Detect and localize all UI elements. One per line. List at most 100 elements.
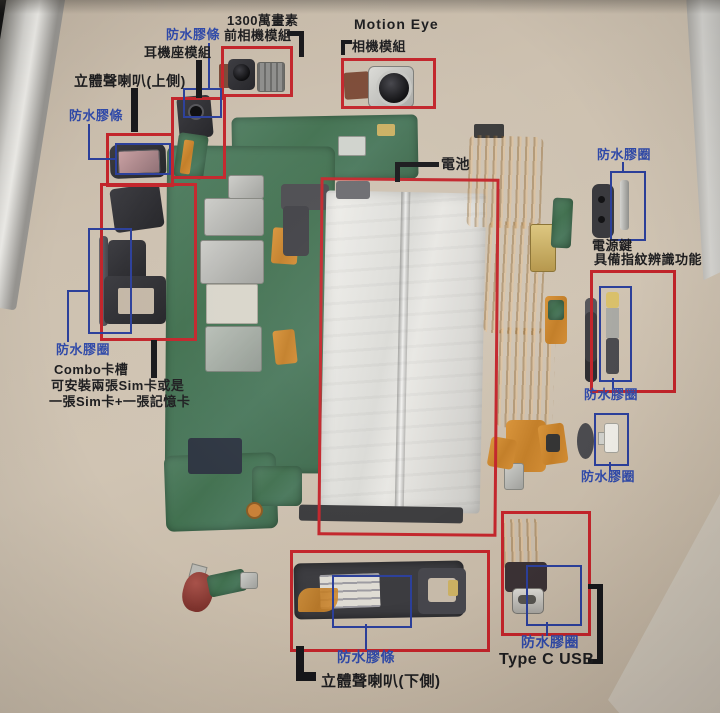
board-sticker <box>206 284 258 324</box>
label-motion-eye-2: 相機模組 <box>352 39 407 54</box>
camera-button-seal <box>577 423 594 459</box>
board-flex-right-lower <box>272 328 298 366</box>
annotation-box-volume-gasket <box>599 286 632 382</box>
motion-eye-lens <box>376 70 412 106</box>
annotation-box-bottom-speaker-strip <box>332 575 412 628</box>
photo-top-shadow <box>0 0 720 14</box>
pointer-line-strip-top <box>208 43 210 89</box>
annotation-box-power-gasket <box>610 171 646 241</box>
annotation-box-battery <box>317 177 500 537</box>
pointer-line-camera-button-gasket <box>609 462 611 471</box>
pointer-line-sim-gasket-h <box>67 290 89 292</box>
label-waterproof-ring-volume: 防水膠圈 <box>584 387 639 402</box>
pointer-bracket-bottom-speaker-v <box>296 646 304 678</box>
annotation-box-bottom-speaker <box>290 550 490 652</box>
pointer-bracket-bottom-speaker-h <box>296 672 316 681</box>
pointer-bracket-battery-v <box>395 162 400 182</box>
pointer-line-volume-gasket <box>612 378 614 389</box>
pointer-line-combo <box>151 340 157 378</box>
label-waterproof-ring-camera-button: 防水膠圈 <box>581 469 636 484</box>
power-key-hole2 <box>598 216 605 223</box>
power-key-hole1 <box>598 196 605 203</box>
table-edge-bottom-right-panel <box>608 494 720 713</box>
label-type-c-usb: Type C USB <box>499 651 595 668</box>
annotation-box-sim-gasket <box>88 228 132 334</box>
vibrator-connector <box>240 572 258 589</box>
antenna-piece <box>281 184 329 210</box>
annotation-box-camera-button-gasket <box>594 413 629 466</box>
side-flex-branch-pcb <box>548 300 564 320</box>
mainboard-bottom-tab <box>252 466 302 506</box>
label-top-speaker: 立體聲喇叭(上側) <box>74 73 186 89</box>
label-motion-eye-1: Motion Eye <box>354 16 439 32</box>
label-waterproof-strip-bottom: 防水膠條 <box>337 649 395 665</box>
sim-gasket-strip <box>99 236 108 326</box>
front-camera-lens <box>233 64 250 81</box>
pointer-line-headphone <box>196 60 202 98</box>
power-key-photo <box>592 184 614 238</box>
pointer-bracket-motion-eye-h <box>341 40 352 44</box>
sim-tray-slot <box>118 288 154 314</box>
annotation-box-front-camera <box>221 46 293 97</box>
board-plate <box>205 326 262 372</box>
label-battery: 電池 <box>441 156 470 172</box>
label-headphone-jack: 耳機座模組 <box>144 45 212 60</box>
label-front-camera-2: 前相機模組 <box>224 28 292 43</box>
board-pad-gold <box>377 124 395 136</box>
antenna-piece-leg <box>283 206 309 256</box>
board-coil <box>246 502 263 519</box>
label-waterproof-strip-left: 防水膠條 <box>69 108 124 123</box>
pointer-line-usb-gasket <box>546 622 548 636</box>
sim-reader-socket <box>204 198 264 236</box>
pointer-line-top-speaker <box>131 88 138 132</box>
power-gasket-photo <box>620 180 629 230</box>
rf-shield <box>228 175 264 199</box>
table-edge-right-strip <box>686 0 720 281</box>
bottom-speaker-contact <box>448 580 458 596</box>
table-edge-left-strip <box>0 0 68 311</box>
pointer-line-strip-bottom <box>365 624 367 650</box>
label-combo-3: 一張Sim卡+一張記憶卡 <box>49 394 191 409</box>
label-front-camera-1: 1300萬畫素 <box>227 13 299 28</box>
side-flex-branch-pad <box>546 434 560 452</box>
label-power-key-1: 電源鍵 <box>592 238 633 253</box>
volume-gasket-tip <box>606 292 619 308</box>
annotation-box-usb-gasket <box>526 565 582 626</box>
pointer-bracket-usb-v <box>597 584 603 664</box>
board-chip <box>188 438 242 474</box>
label-waterproof-ring-power: 防水膠圈 <box>597 147 652 162</box>
side-flex-end-shield <box>504 463 524 490</box>
pointer-bracket-usb-bottom <box>588 659 603 664</box>
label-power-key-2: 具備指紋辨識功能 <box>594 252 703 267</box>
pointer-line-sim-gasket-v <box>67 290 69 342</box>
annotation-box-headphone-strip <box>183 88 222 118</box>
annotation-box-motion-eye <box>341 58 436 109</box>
pointer-line-strip-left-h <box>88 158 115 160</box>
label-waterproof-ring-usb: 防水膠圈 <box>521 634 579 650</box>
board-connector <box>338 136 366 156</box>
pointer-line-power-gasket <box>622 162 624 172</box>
pointer-bracket-motion-eye-v <box>341 40 345 55</box>
bottom-speaker-traces <box>298 588 338 612</box>
volume-gasket-base <box>606 338 619 374</box>
pointer-bracket-front-camera-v <box>299 31 304 57</box>
sim-tray-arm <box>108 240 146 282</box>
camera-button-photo <box>604 423 619 453</box>
sd-reader-socket <box>200 240 264 284</box>
label-waterproof-ring-sim: 防水膠圈 <box>56 342 111 357</box>
pointer-line-strip-left-v <box>88 124 90 160</box>
volume-gasket-mid <box>606 308 619 338</box>
label-bottom-speaker: 立體聲喇叭(下側) <box>321 673 441 690</box>
pointer-bracket-battery-h <box>395 162 439 167</box>
label-waterproof-strip-top: 防水膠條 <box>166 27 221 42</box>
annotation-box-sim <box>100 183 197 341</box>
pointer-bracket-front-camera-h <box>287 31 304 36</box>
label-combo-1: Combo卡槽 <box>54 362 129 377</box>
side-flex-pcb-strip <box>550 197 574 249</box>
annotation-box-volume <box>590 270 676 393</box>
battery-top-flap <box>336 181 370 199</box>
pointer-bracket-usb-top <box>588 584 603 589</box>
label-combo-2: 可安裝兩張Sim卡或是 <box>51 378 185 393</box>
side-flex-connector <box>474 124 504 138</box>
